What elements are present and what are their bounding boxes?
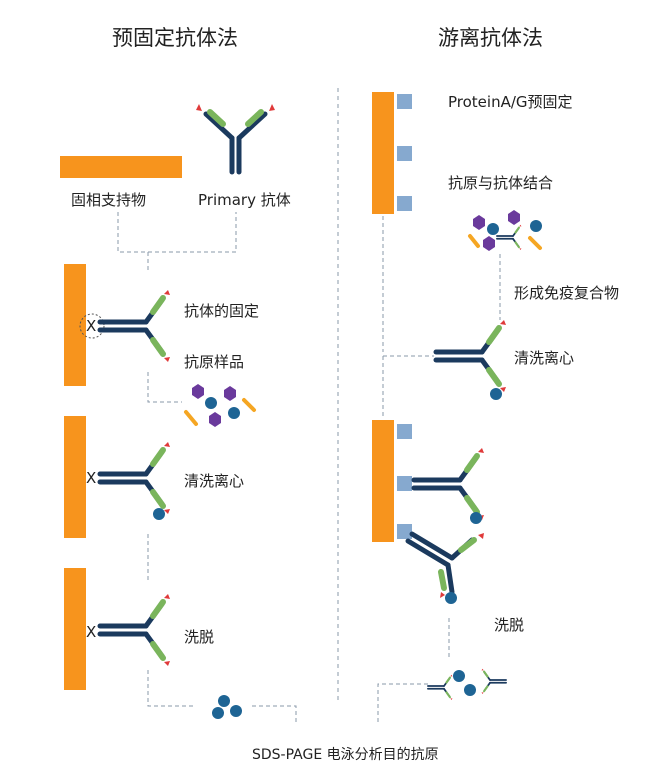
guide-line	[117, 212, 237, 270]
guide-line	[377, 683, 428, 722]
protein-ag-block	[397, 476, 412, 491]
left-title: 预固定抗体法	[112, 26, 238, 50]
antigen-bound	[153, 508, 165, 520]
support-bar	[64, 264, 86, 386]
support-bar-right	[372, 92, 394, 214]
label-bind: 抗原与抗体结合	[448, 174, 554, 192]
support-bar	[64, 416, 86, 538]
antibody-fixed	[100, 290, 170, 362]
crosslink-mark: X	[86, 317, 97, 335]
crosslink-mark: X	[86, 469, 97, 487]
label-complex: 形成免疫复合物	[514, 284, 620, 302]
support-bar	[64, 568, 86, 690]
label-elute-right: 洗脱	[494, 616, 525, 634]
protein-ag-block	[397, 196, 412, 211]
captured-antibody-lower	[405, 531, 484, 604]
protein-ag-block	[397, 94, 412, 109]
label-prefix: ProteinA/G预固定	[448, 93, 573, 111]
label-wash-right: 清洗离心	[514, 349, 575, 367]
protein-ag-block	[397, 424, 412, 439]
antibody-eluted	[100, 594, 170, 666]
antigen-bound	[470, 512, 482, 524]
support-bar-top	[60, 156, 182, 178]
antigen-sample-mix	[184, 384, 256, 427]
primary-antibody	[196, 104, 275, 172]
crosslink-mark: X	[86, 623, 97, 641]
antigen-bound	[490, 388, 502, 400]
immune-complex	[436, 320, 506, 392]
eluted-mixture	[426, 667, 508, 702]
eluted-antigen	[212, 695, 242, 719]
guide-line	[147, 372, 182, 403]
guide-line	[147, 670, 297, 724]
antibody-washed	[100, 442, 170, 514]
bottom-label: SDS-PAGE 电泳分析目的抗原	[252, 747, 439, 763]
captured-antibody	[414, 448, 484, 520]
protein-ag-block	[397, 146, 412, 161]
free-antigen-antibody-mix	[468, 210, 542, 252]
label-elute-left: 洗脱	[184, 628, 215, 646]
support-bar-right	[372, 420, 394, 542]
label-sample: 抗原样品	[184, 353, 245, 371]
label-fix: 抗体的固定	[184, 302, 260, 320]
right-title: 游离抗体法	[438, 26, 543, 50]
label-primary: Primary 抗体	[198, 191, 291, 209]
label-support: 固相支持物	[71, 191, 147, 209]
label-wash-left: 清洗离心	[184, 472, 245, 490]
crosslink-circle	[79, 313, 105, 339]
protein-ag-block	[397, 524, 412, 539]
